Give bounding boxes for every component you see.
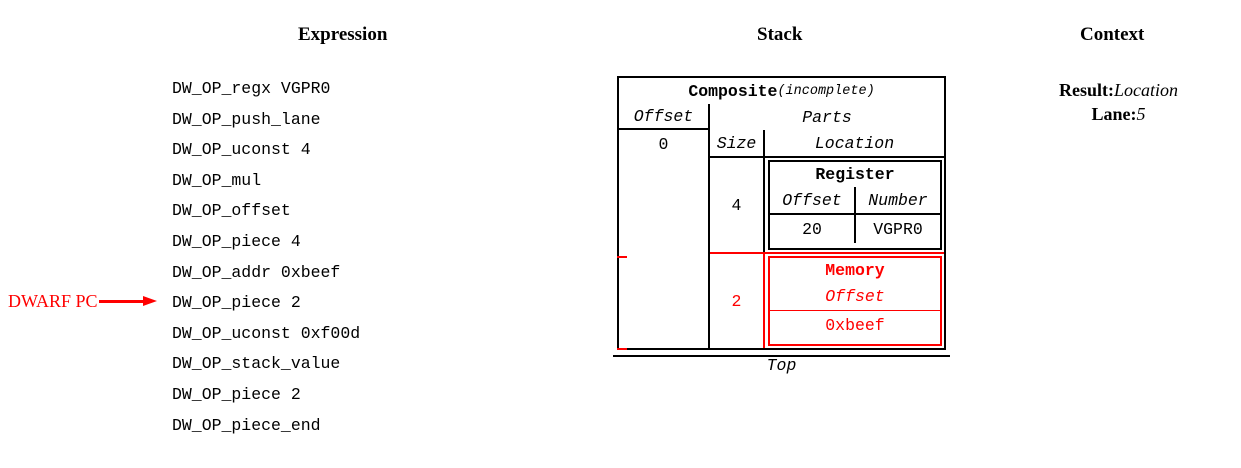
stack-bottom-divider <box>613 355 950 357</box>
part-location: Register Offset Number 20 VGPR0 <box>765 158 944 252</box>
context-value: 5 <box>1136 104 1146 124</box>
parts-subheader-row: Size Location <box>710 130 944 158</box>
context-value: Location <box>1113 80 1178 100</box>
stack-top-label: Top <box>766 356 797 375</box>
context-row-lane: Lane:5 <box>1016 102 1221 126</box>
context-key: Lane: <box>1091 104 1137 124</box>
expression-line: DW_OP_piece 2 <box>172 384 301 404</box>
memory-offset-value: 0xbeef <box>825 315 885 335</box>
dwarf-pc-label: DWARF PC <box>8 291 98 311</box>
expression-line: DW_OP_regx VGPR0 <box>172 79 331 98</box>
memory-title: Memory <box>825 261 885 280</box>
expression-line-current: DW_OP_uconst 0xf00d <box>172 323 361 343</box>
register-offset-header: Offset <box>770 187 856 213</box>
parts-header: Parts <box>802 107 852 127</box>
part-size: 4 <box>710 158 765 252</box>
register-offset-value: 20 <box>770 215 856 243</box>
expression-line: DW_OP_mul <box>172 170 262 190</box>
context-block: Result:Location Lane:5 <box>1016 78 1221 126</box>
composite-title: Composite <box>688 81 778 101</box>
register-number-header: Number <box>868 190 928 210</box>
stack-table: Composite (incomplete) Offset 0 Parts Si… <box>617 76 946 350</box>
expression-line: DW_OP_piece 4 <box>172 231 301 251</box>
parts-location-header: Location <box>814 133 895 153</box>
expression-line: DW_OP_push_lane <box>172 109 321 129</box>
expression-list: DW_OP_regx VGPR0 DW_OP_push_lane DW_OP_u… <box>172 74 360 441</box>
context-row-result: Result:Location <box>1016 78 1221 102</box>
arrow-right-icon <box>98 296 161 306</box>
page-title-stack: Stack <box>757 24 803 45</box>
expression-line: DW_OP_stack_value <box>172 354 341 374</box>
composite-offset-column: Offset 0 <box>619 104 710 350</box>
composite-offset-header: Offset <box>619 104 708 130</box>
expression-line: DW_OP_uconst 4 <box>172 140 311 160</box>
composite-offset-value: 0 <box>658 134 669 154</box>
expression-line: DW_OP_piece_end <box>172 415 321 435</box>
part-row-highlighted: 2 Memory Offset 0xbeef <box>710 252 944 348</box>
composite-state: (incomplete) <box>777 83 875 99</box>
expression-line: DW_OP_addr 0xbeef <box>172 262 341 282</box>
page-title-context: Context <box>1080 24 1145 45</box>
memory-value-row: 0xbeef <box>770 311 940 339</box>
part-row: 4 Register Offset Number 20 VGPR0 <box>710 158 944 252</box>
dwarf-pc-marker: DWARF PC <box>8 292 161 310</box>
part-size: 2 <box>710 254 765 348</box>
register-value-row: 20 VGPR0 <box>770 215 940 243</box>
composite-title-row: Composite (incomplete) <box>619 78 944 104</box>
register-title: Register <box>815 165 895 184</box>
composite-parts-area: Parts Size Location 4 Register Offset Nu… <box>710 104 944 350</box>
expression-line: DW_OP_offset <box>172 201 291 221</box>
memory-row-marker-bottom <box>617 348 627 350</box>
register-field-row: Offset Number <box>770 187 940 215</box>
context-key: Result: <box>1058 80 1114 100</box>
memory-field-row: Offset <box>770 283 940 311</box>
memory-row-marker-top <box>617 256 627 258</box>
register-number-value: VGPR0 <box>873 219 923 239</box>
parts-size-header: Size <box>710 130 765 156</box>
page-title-expression: Expression <box>298 24 388 45</box>
memory-offset-header: Offset <box>825 287 885 306</box>
part-location: Memory Offset 0xbeef <box>765 254 944 348</box>
expression-line: DW_OP_piece 2 <box>172 293 301 313</box>
memory-location-box: Memory Offset 0xbeef <box>768 256 942 346</box>
register-location-box: Register Offset Number 20 VGPR0 <box>768 160 942 250</box>
